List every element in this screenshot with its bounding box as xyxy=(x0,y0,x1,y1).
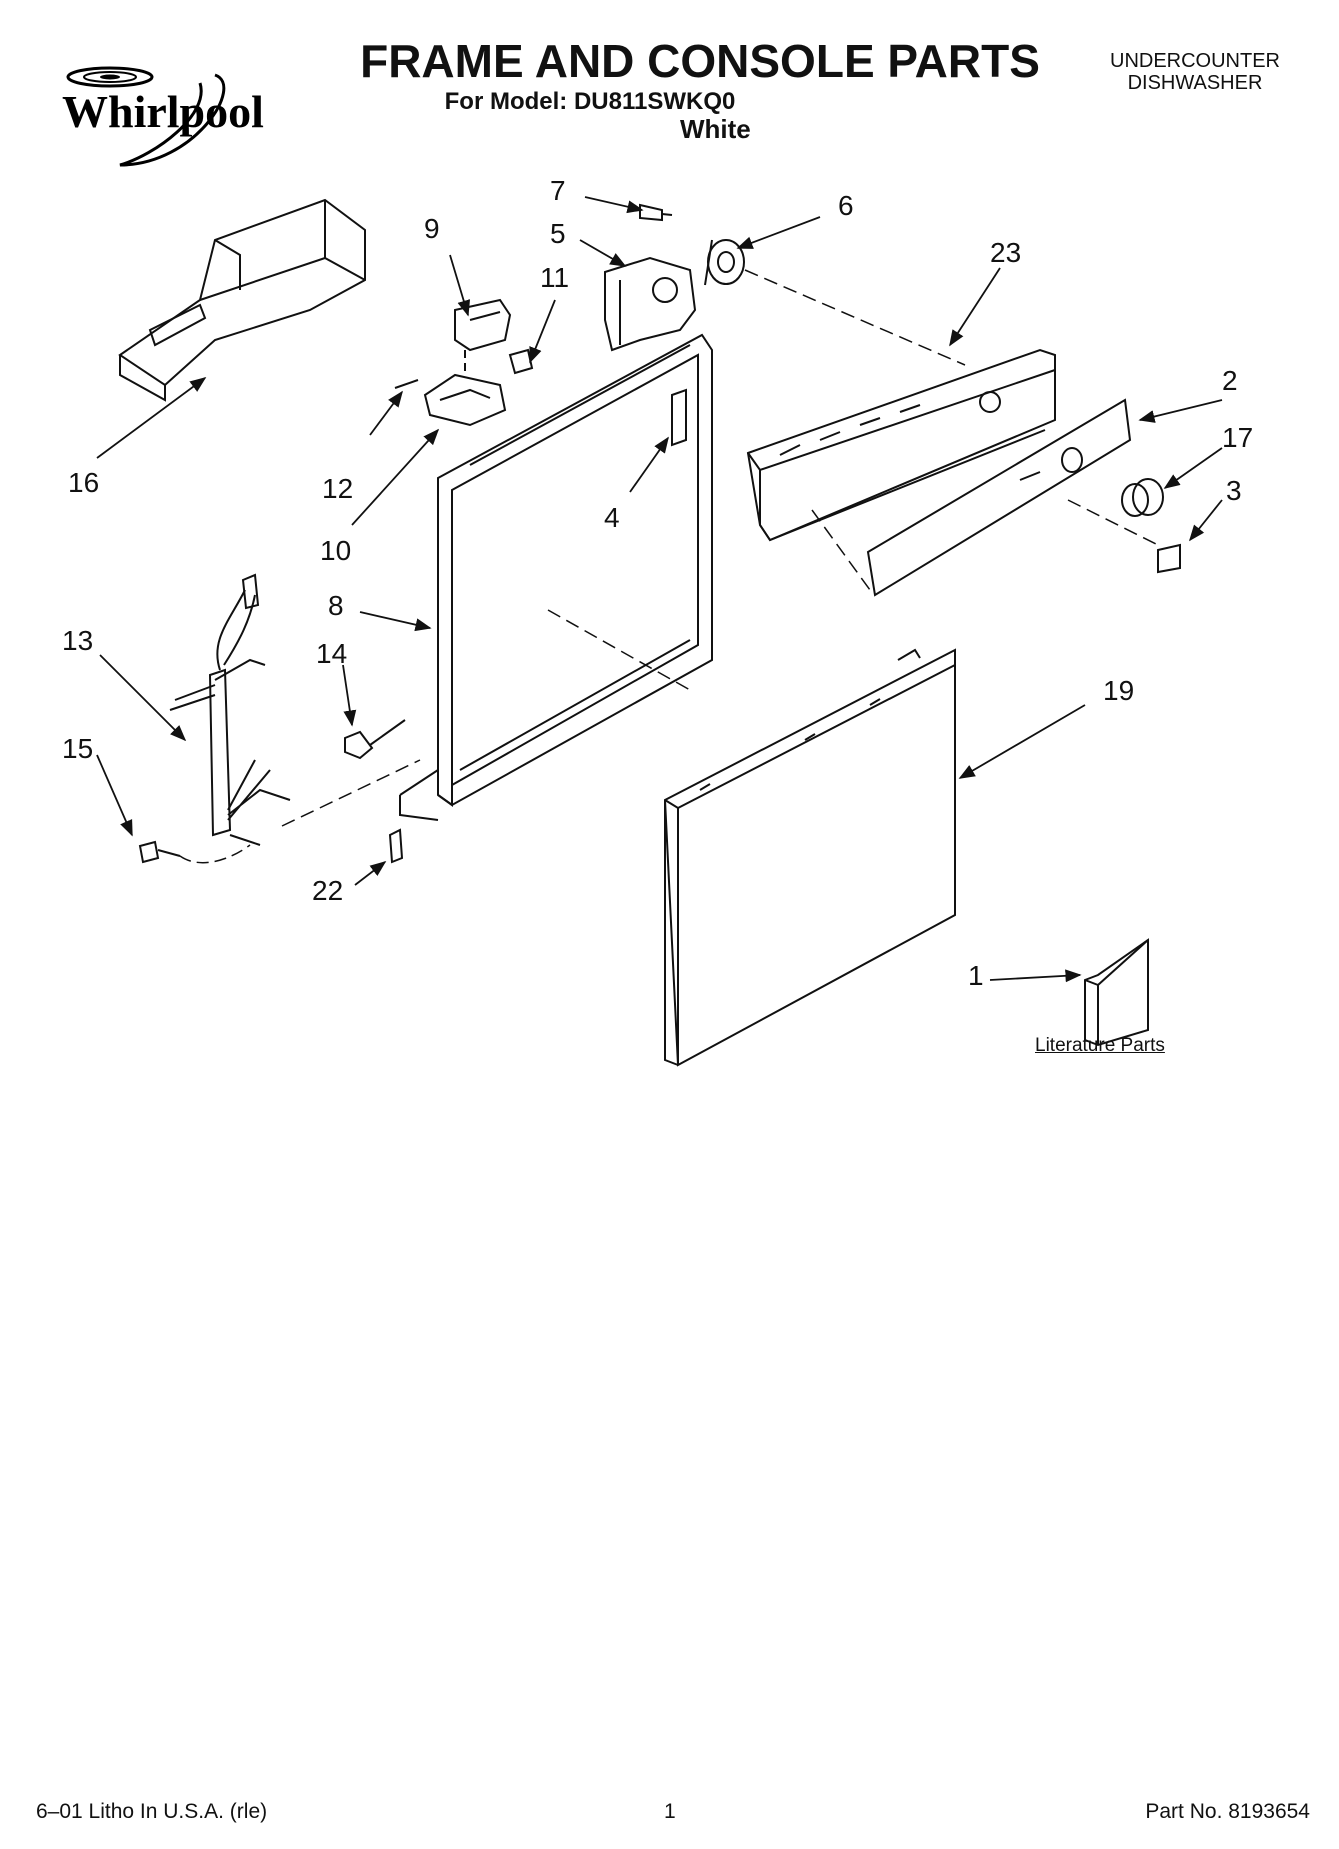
part-14-switch xyxy=(344,719,406,760)
part-5-door-latch xyxy=(604,256,697,352)
part-3-clip xyxy=(1157,543,1181,574)
part-12-pin xyxy=(394,379,419,389)
part-number: Part No. 8193654 xyxy=(1145,1800,1310,1823)
callout-22: 22 xyxy=(312,875,343,906)
callout-6: 6 xyxy=(838,190,854,221)
part-16-vent-housing xyxy=(118,198,366,402)
callout-9: 9 xyxy=(424,213,440,244)
callout-23: 23 xyxy=(990,237,1021,268)
part-11-clip xyxy=(508,348,534,375)
callout-10: 10 xyxy=(320,535,351,566)
brand-wordmark: Whirlpool xyxy=(62,86,264,137)
page-number: 1 xyxy=(664,1800,676,1823)
page-title: FRAME AND CONSOLE PARTS xyxy=(360,35,1040,87)
part-1-literature xyxy=(1084,938,1149,1047)
callout-2: 2 xyxy=(1222,365,1238,396)
callout-13: 13 xyxy=(62,625,93,656)
part-17-knob xyxy=(1121,478,1164,517)
callout-15: 15 xyxy=(62,733,93,764)
part-23-console xyxy=(746,348,1056,542)
callout-12: 12 xyxy=(322,473,353,504)
part-8-door-frame xyxy=(399,333,713,821)
callout-16: 16 xyxy=(68,467,99,498)
callout-17: 17 xyxy=(1222,422,1253,453)
part-22-clip xyxy=(388,828,404,864)
appliance-type-line2: DISHWASHER xyxy=(1127,72,1263,94)
part-6-latch-knob xyxy=(704,239,745,286)
whirlpool-logo xyxy=(66,66,226,167)
part-13-wire-harness xyxy=(169,573,291,846)
callout-3: 3 xyxy=(1226,475,1242,506)
appliance-type-line1: UNDERCOUNTER xyxy=(1110,50,1280,72)
callout-4: 4 xyxy=(604,502,620,533)
model-number: For Model: DU811SWKQ0 xyxy=(444,88,736,115)
color-name: White xyxy=(680,114,751,144)
callout-5: 5 xyxy=(550,218,566,249)
part-2-console-panel xyxy=(866,398,1132,597)
literature-parts-label: Literature Parts xyxy=(1035,1035,1165,1056)
part-7-screw xyxy=(639,203,673,222)
print-info: 6–01 Litho In U.S.A. (rle) xyxy=(36,1800,268,1823)
callout-7: 7 xyxy=(550,175,566,206)
part-9-switch xyxy=(454,298,512,352)
callout-19: 19 xyxy=(1103,675,1134,706)
callout-14: 14 xyxy=(316,638,347,669)
callout-11: 11 xyxy=(540,262,569,293)
callout-8: 8 xyxy=(328,590,344,621)
part-19-door-panel xyxy=(663,648,956,1067)
callout-1: 1 xyxy=(968,960,984,991)
part-4-strike xyxy=(671,388,687,447)
appliance-type: UNDERCOUNTER DISHWASHER xyxy=(1090,50,1300,94)
part-10-switch-bracket xyxy=(423,373,507,427)
part-15-screw xyxy=(138,840,251,864)
